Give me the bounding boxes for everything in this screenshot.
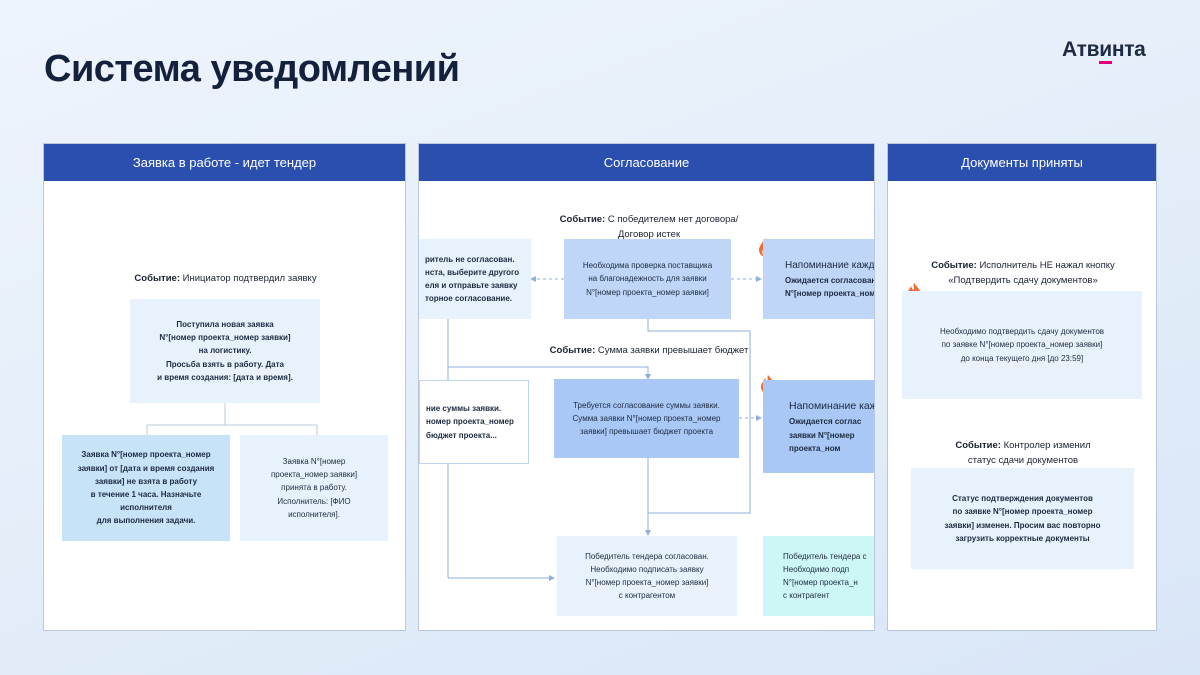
panel-documents: Документы приняты Событие: Исполнитель Н… — [887, 143, 1157, 631]
page-title: Система уведомлений — [44, 48, 460, 90]
notification-card: ние суммы заявки. номер проекта_номер бю… — [419, 380, 529, 464]
notification-card: Поступила новая заявка N°[номер проекта_… — [130, 299, 320, 403]
notification-card: Необходима проверка поставщика на благон… — [564, 239, 731, 319]
panel-header: Документы приняты — [888, 144, 1156, 181]
connector-lines — [146, 403, 318, 435]
reminder-title: Напоминание каж — [789, 400, 875, 413]
notification-card: Статус подтверждения документов по заявк… — [911, 468, 1134, 569]
reminder-text: Ожидается согласован N°[номер проекта_но… — [785, 276, 875, 299]
notification-card: Требуется согласование суммы заявки. Сум… — [554, 379, 739, 458]
notification-card: Победитель тендера согласован. Необходим… — [557, 536, 737, 616]
reminder-title: Напоминание кажд — [785, 259, 875, 271]
panel-approval: Согласование Событие: С победителе — [418, 143, 875, 631]
panel-header: Заявка в работе - идет тендер — [44, 144, 405, 181]
event-label: Событие: Исполнитель НЕ нажал кнопку «По… — [931, 260, 1115, 286]
reminder-card: Напоминание кажд Ожидается согласован N°… — [763, 239, 875, 319]
event-label: Событие: Контролер изменил статус сдачи … — [955, 440, 1091, 466]
panel-tender: Заявка в работе - идет тендер Событие: И… — [43, 143, 406, 631]
logo: Атвинта — [1062, 38, 1146, 64]
notification-card: Заявка N°[номер проекта_номер заявки] от… — [62, 435, 230, 541]
panel-header: Согласование — [419, 144, 874, 181]
event-label: Событие: С победителем нет договора/ Дог… — [559, 214, 739, 240]
notification-card: Заявка N°[номер проекта_номер заявки] пр… — [240, 435, 388, 541]
notification-card: Необходимо подтвердить сдачу документов … — [902, 291, 1142, 399]
notification-card: ритель не согласован. нста, выберите дру… — [419, 239, 531, 319]
reminder-text: Ожидается соглас заявки N°[номер проекта… — [789, 417, 862, 453]
notification-card: Победитель тендера с Необходимо подп N°[… — [763, 536, 874, 616]
reminder-card: Напоминание каж Ожидается соглас заявки … — [763, 380, 875, 473]
event-label: Событие: Сумма заявки превышает бюджет — [549, 345, 749, 356]
event-label: Событие: Инициатор подтвердил заявку — [134, 273, 317, 284]
